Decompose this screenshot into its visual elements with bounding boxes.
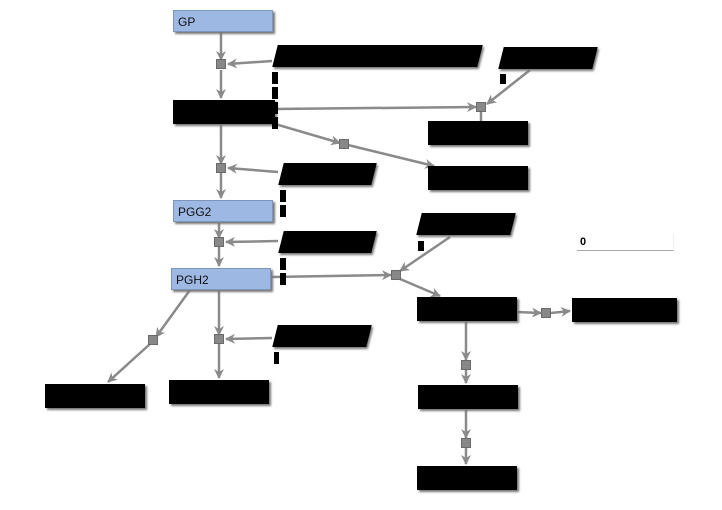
marker (280, 258, 286, 270)
enzyme-redacted[interactable] (416, 213, 516, 235)
metabolite-redacted[interactable] (428, 166, 528, 190)
reaction-node[interactable] (476, 102, 486, 112)
metabolite-redacted[interactable] (173, 100, 275, 124)
metabolite-pgg2[interactable]: PGG2 (173, 200, 273, 222)
marker (272, 72, 278, 84)
reaction-node[interactable] (214, 237, 224, 247)
marker (418, 241, 424, 251)
metabolite-redacted[interactable] (428, 121, 528, 145)
enzyme-redacted[interactable] (272, 325, 372, 347)
enzyme-redacted[interactable] (278, 163, 377, 185)
marker (272, 117, 278, 129)
marker (274, 352, 279, 364)
metabolite-redacted[interactable] (417, 297, 517, 321)
reaction-node[interactable] (216, 59, 226, 69)
reaction-node[interactable] (216, 163, 226, 173)
metabolite-redacted[interactable] (169, 380, 269, 404)
enzyme-redacted[interactable] (498, 47, 598, 69)
reaction-node[interactable] (214, 334, 224, 344)
metabolite-redacted[interactable] (45, 384, 145, 408)
marker (272, 102, 278, 114)
metabolite-redacted[interactable] (418, 385, 518, 409)
marker (500, 74, 506, 84)
marker (280, 205, 286, 217)
marker (272, 87, 278, 99)
reaction-node[interactable] (148, 335, 158, 345)
enzyme-redacted[interactable] (272, 45, 483, 67)
marker (280, 190, 286, 202)
reaction-node[interactable] (461, 360, 471, 370)
reaction-node[interactable] (339, 139, 349, 149)
metabolite-gp[interactable]: GP (173, 10, 273, 32)
reaction-node[interactable] (461, 438, 471, 448)
marker (280, 273, 286, 285)
enzyme-redacted[interactable] (278, 231, 377, 253)
metabolite-pgh2[interactable]: PGH2 (171, 268, 271, 290)
metabolite-redacted[interactable] (572, 298, 677, 322)
metabolite-redacted[interactable] (417, 466, 517, 490)
reaction-node[interactable] (541, 308, 551, 318)
reaction-node[interactable] (391, 270, 401, 280)
value-field[interactable]: 0 (577, 233, 674, 251)
